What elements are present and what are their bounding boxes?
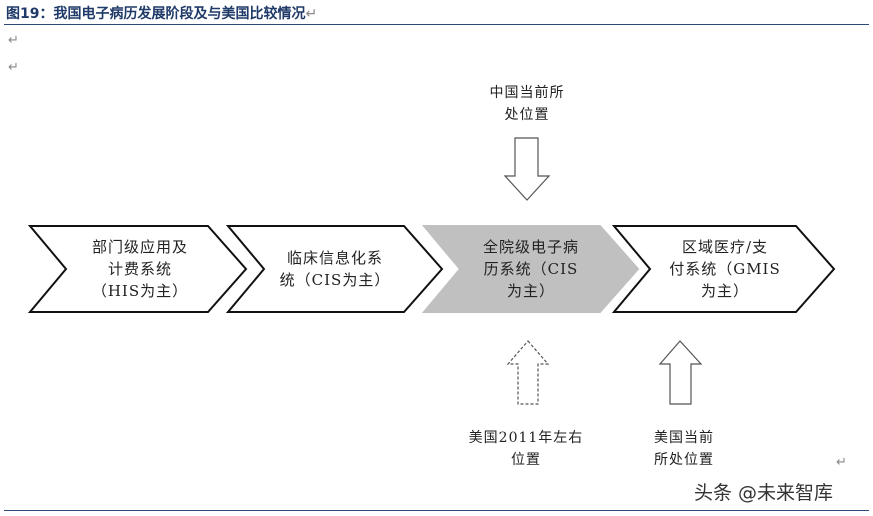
paragraph-mark: ↵ xyxy=(836,455,847,470)
us-now-arrow xyxy=(658,340,703,405)
stage-label-3: 全院级电子病 历系统（CIS 为主） xyxy=(482,238,579,300)
us-2011-label: 美国2011年左右 位置 xyxy=(468,430,584,468)
stage-chevron-4 xyxy=(611,225,836,313)
paragraph-mark: ↵ xyxy=(8,60,19,75)
bottom-rule xyxy=(4,510,869,511)
stage-chevron-2 xyxy=(225,225,444,313)
stage-label-1: 部门级应用及 计费系统 （HIS为主） xyxy=(91,238,189,300)
figure-title: 图19：我国电子病历发展阶段及与美国比较情况↵ xyxy=(6,6,318,22)
stage-chevron-3 xyxy=(421,225,640,313)
stage-label-4: 区域医疗/支 付系统（GMIS 为主） xyxy=(669,238,781,300)
us-2011-arrow xyxy=(506,340,550,405)
paragraph-mark: ↵ xyxy=(8,33,19,48)
stage-chevron-1 xyxy=(27,225,248,313)
us-now-label: 美国当前 所处位置 xyxy=(654,430,714,468)
china-now-label: 中国当前所 处位置 xyxy=(489,85,565,123)
china-now-arrow xyxy=(503,137,551,201)
paragraph-mark: ↵ xyxy=(305,6,318,22)
top-rule xyxy=(4,24,869,25)
stage-label-2: 临床信息化系 统（CIS为主） xyxy=(279,249,391,289)
watermark: 头条 @未来智库 xyxy=(694,482,834,504)
